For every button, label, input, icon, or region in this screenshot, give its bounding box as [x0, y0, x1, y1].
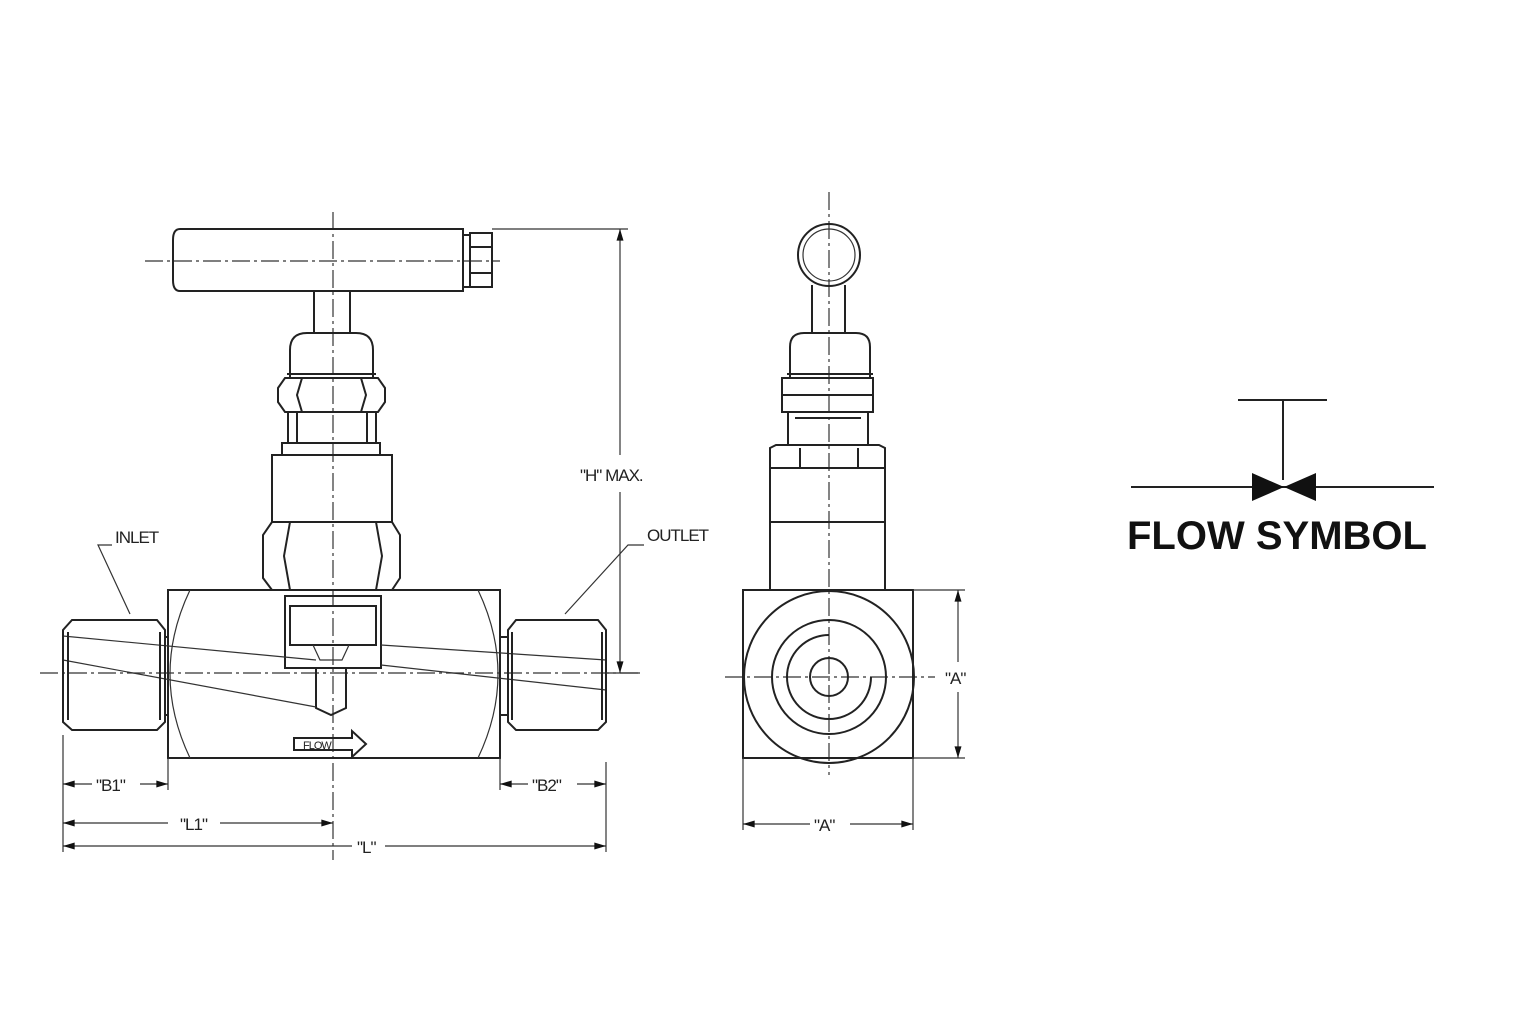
- side-view: "A" "A": [725, 192, 967, 835]
- dim-l1-label: "L1": [180, 815, 208, 834]
- dim-a-vertical-label: "A": [945, 669, 966, 688]
- dim-b2-label: "B2": [532, 776, 562, 795]
- dim-l-label: "L": [357, 838, 376, 857]
- dim-b1-label: "B1": [96, 776, 126, 795]
- height-dimension-label: "H" MAX.: [580, 466, 643, 485]
- dim-a-horizontal-label: "A": [814, 816, 835, 835]
- inlet-fitting: [62, 619, 168, 731]
- valve-body: [62, 589, 607, 759]
- flow-symbol-title: FLOW SYMBOL: [1127, 514, 1427, 558]
- packing-nut: [277, 377, 386, 413]
- flow-arrow: FLOW: [293, 728, 368, 760]
- bonnet-hex: [262, 521, 401, 591]
- t-handle: [172, 228, 493, 292]
- outlet-label: OUTLET: [647, 526, 709, 545]
- front-view: FLOW INLET OUTLET "H" MAX. "B1" "B2" "L1…: [40, 212, 710, 860]
- outlet-fitting: [500, 619, 607, 731]
- flow-symbol: FLOW SYMBOL: [1127, 399, 1434, 558]
- inlet-label: INLET: [115, 528, 159, 547]
- flow-arrow-label: FLOW: [303, 740, 332, 752]
